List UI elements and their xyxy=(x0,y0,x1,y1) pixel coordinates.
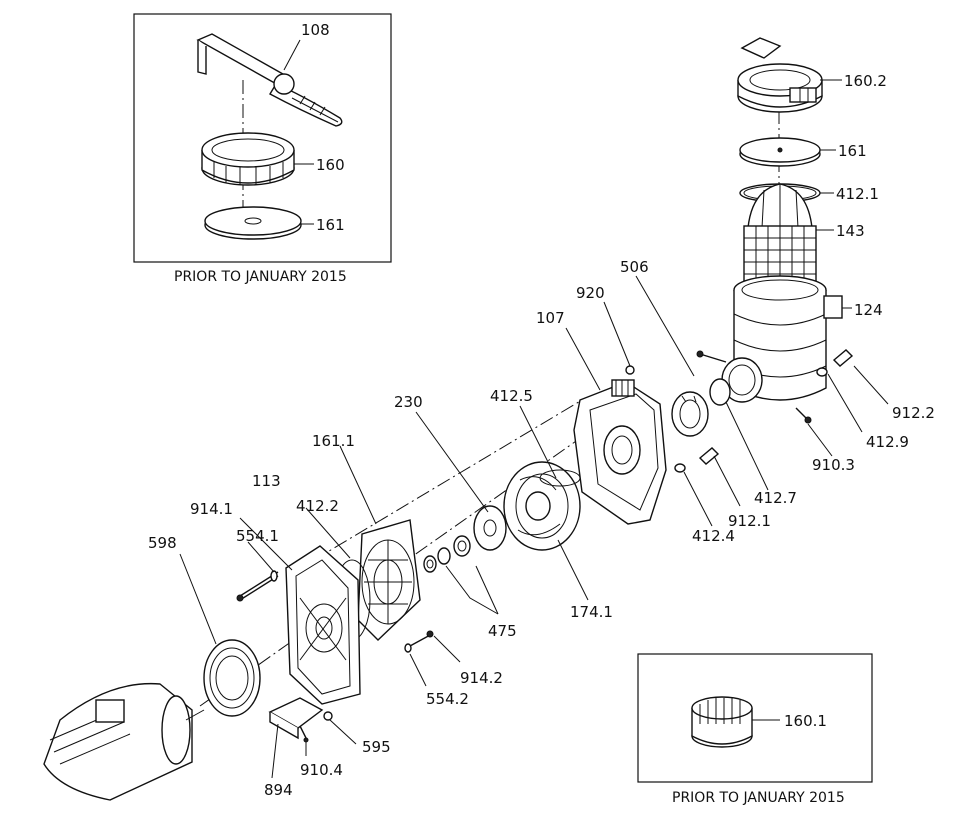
label-554-1: 554.1 xyxy=(236,527,279,545)
part-598-ring xyxy=(203,639,261,717)
label-914-1: 914.1 xyxy=(190,500,233,518)
inset-caption-top: PRIOR TO JANUARY 2015 xyxy=(174,269,347,285)
inset-lid-prior-2015: 108 160 161 xyxy=(133,13,392,263)
part-161-lid xyxy=(739,137,821,167)
label-914-2: 914.2 xyxy=(460,669,503,687)
part-113-motor-bracket xyxy=(285,545,361,705)
part-174-1-diffuser xyxy=(503,461,581,551)
inset-frame-2 xyxy=(637,653,873,783)
label-160-1: 160.1 xyxy=(784,712,827,730)
part-230-impeller xyxy=(473,505,507,551)
label-475: 475 xyxy=(488,622,517,640)
label-412-1: 412.1 xyxy=(836,185,879,203)
label-412-9: 412.9 xyxy=(866,433,909,451)
part-910-4-screw xyxy=(299,725,307,739)
part-160-1-ring xyxy=(691,696,753,748)
part-160-2-clamp-ring xyxy=(737,37,823,113)
label-161-inset: 161 xyxy=(316,216,345,234)
label-113: 113 xyxy=(252,472,281,490)
label-910-4: 910.4 xyxy=(300,761,343,779)
label-912-2: 912.2 xyxy=(892,404,935,422)
label-894: 894 xyxy=(264,781,293,799)
label-920: 920 xyxy=(576,284,605,302)
strainer-assembly xyxy=(671,37,854,437)
label-108: 108 xyxy=(301,21,330,39)
label-124: 124 xyxy=(854,301,883,319)
inset-caption-bottom: PRIOR TO JANUARY 2015 xyxy=(672,790,845,806)
label-554-2: 554.2 xyxy=(426,690,469,708)
part-160-lid-ring xyxy=(201,132,295,186)
label-160: 160 xyxy=(316,156,345,174)
part-107-pump-housing xyxy=(573,379,667,525)
label-595: 595 xyxy=(362,738,391,756)
part-554-1-washer xyxy=(270,570,278,582)
part-124-strainer-pot xyxy=(721,275,843,403)
part-920-nut xyxy=(625,365,635,375)
part-475-seal-assembly xyxy=(423,535,471,573)
part-412-5-oring xyxy=(539,469,581,487)
part-595-fastener xyxy=(323,711,333,721)
label-412-2: 412.2 xyxy=(296,497,339,515)
part-161-lid-inset xyxy=(204,206,302,240)
label-174-1: 174.1 xyxy=(570,603,613,621)
part-910-3-screw-a xyxy=(699,353,727,363)
label-161-1: 161.1 xyxy=(312,432,355,450)
label-107: 107 xyxy=(536,309,565,327)
label-412-4: 412.4 xyxy=(692,527,735,545)
part-506-adapter xyxy=(671,391,709,437)
label-506: 506 xyxy=(620,258,649,276)
label-160-2: 160.2 xyxy=(844,72,887,90)
part-912-1-plug xyxy=(698,447,720,465)
label-143: 143 xyxy=(836,222,865,240)
label-412-7: 412.7 xyxy=(754,489,797,507)
label-230: 230 xyxy=(394,393,423,411)
part-894-base-plate xyxy=(268,697,324,740)
label-412-5: 412.5 xyxy=(490,387,533,405)
inset-ring-prior-2015: 160.1 xyxy=(637,653,873,783)
label-598: 598 xyxy=(148,534,177,552)
label-161: 161 xyxy=(838,142,867,160)
part-554-2-washer xyxy=(404,643,412,653)
label-912-1: 912.1 xyxy=(728,512,771,530)
part-910-3-screw-b xyxy=(795,407,807,419)
part-161-1-seal-plate xyxy=(357,519,421,641)
part-912-2-drain-plug xyxy=(832,349,854,367)
part-412-7-oring xyxy=(709,378,731,406)
part-412-4-oring xyxy=(674,463,686,473)
label-910-3: 910.3 xyxy=(812,456,855,474)
part-412-9-oring xyxy=(816,367,828,377)
part-108-lock-handle xyxy=(196,33,343,127)
motor xyxy=(43,682,205,801)
leader-lines xyxy=(179,79,889,779)
inset-frame xyxy=(133,13,392,263)
